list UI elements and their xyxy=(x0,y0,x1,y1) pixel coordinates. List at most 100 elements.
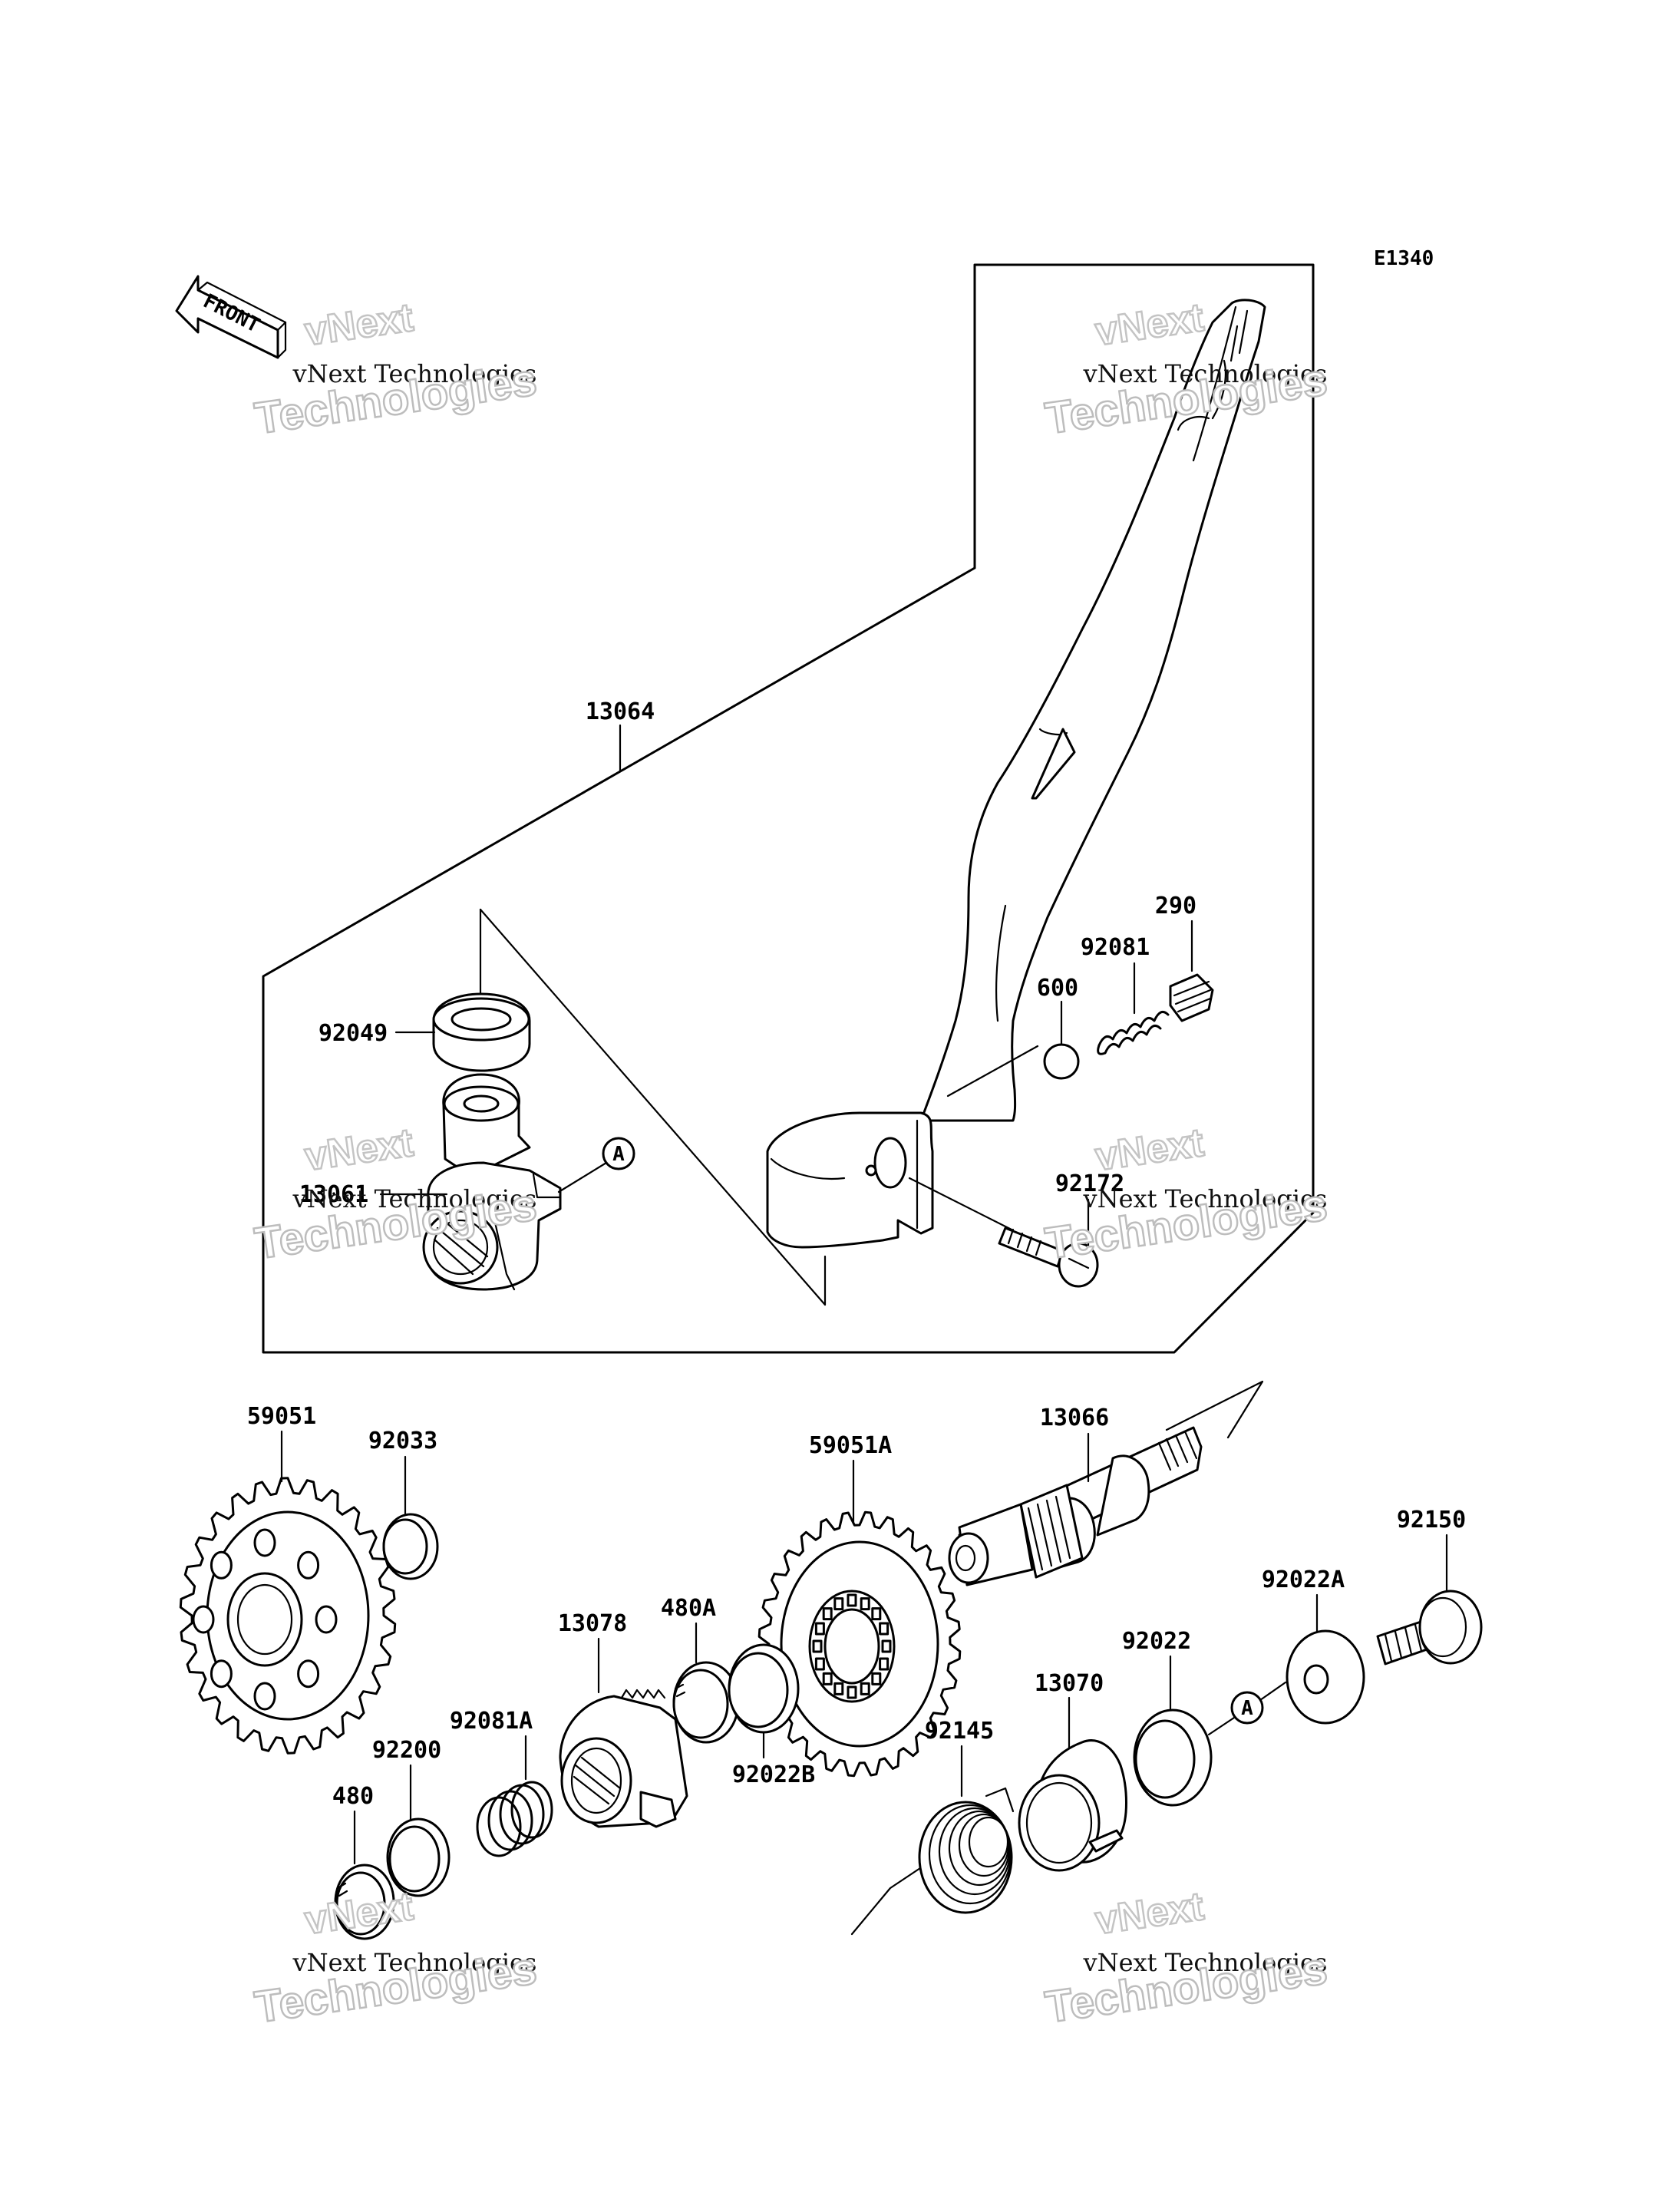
part-600-ball xyxy=(1043,1043,1080,1080)
spline-tooth xyxy=(814,1622,825,1636)
label-92022B: 92022B xyxy=(732,1761,815,1788)
label-92033: 92033 xyxy=(368,1428,437,1454)
label-92150: 92150 xyxy=(1397,1507,1466,1533)
label-92081A: 92081A xyxy=(450,1708,533,1735)
watermark-line1: vNext Technologies xyxy=(1083,1948,1328,1977)
part-290-plug xyxy=(1169,973,1214,1022)
part-92150-bolt xyxy=(1376,1590,1483,1666)
reference-marker-top: A xyxy=(602,1137,635,1170)
part-92049-seal xyxy=(432,992,531,1072)
label-290: 290 xyxy=(1155,893,1196,919)
watermark-line0: vNext xyxy=(302,1121,416,1180)
part-480-circlip xyxy=(334,1864,395,1940)
spline-tooth xyxy=(812,1639,823,1653)
label-13061: 13061 xyxy=(299,1181,368,1208)
label-92172: 92172 xyxy=(1055,1170,1124,1197)
spring-coil xyxy=(928,1804,1012,1905)
part-13078-ratchet xyxy=(559,1689,688,1828)
label-480: 480 xyxy=(332,1783,374,1810)
spline-tooth xyxy=(833,1597,844,1611)
watermark-line1: vNext Technologies xyxy=(292,1184,537,1213)
part-92145-spring xyxy=(850,1787,1015,1936)
label-92145: 92145 xyxy=(925,1718,994,1745)
leader-ref-a-top xyxy=(557,1161,608,1193)
label-59051A: 59051A xyxy=(809,1432,892,1459)
watermark-line0: vNext xyxy=(1093,1121,1206,1180)
watermark-line0: vNext xyxy=(1093,1884,1206,1943)
gear-hole xyxy=(315,1605,338,1634)
label-92022: 92022 xyxy=(1122,1628,1191,1655)
part-13066-shaft xyxy=(948,1380,1264,1586)
leader-600 xyxy=(946,1045,1039,1098)
label-92200: 92200 xyxy=(372,1737,441,1764)
spline-tooth xyxy=(860,1682,870,1695)
part-92081-spring xyxy=(1097,1010,1170,1055)
watermark-line1: vNext Technologies xyxy=(1083,359,1328,388)
label-92022A: 92022A xyxy=(1262,1566,1345,1593)
part-92022-washer xyxy=(1133,1708,1213,1807)
reference-marker-bottom: A xyxy=(1230,1691,1264,1725)
spline-tooth xyxy=(847,1593,857,1607)
watermark-line0: vNext xyxy=(302,1884,416,1943)
gear-hole xyxy=(210,1659,233,1689)
gear-hole xyxy=(297,1659,320,1689)
label-13070: 13070 xyxy=(1035,1670,1104,1697)
watermark: vNext vNext Technologies Technologies xyxy=(251,1883,540,2033)
label-600: 600 xyxy=(1037,975,1078,1002)
gear-hole xyxy=(192,1605,215,1634)
ref-marker-a-text: A xyxy=(612,1143,625,1166)
guide-line xyxy=(479,908,827,1306)
spline-tooth xyxy=(879,1657,890,1671)
gear-hole xyxy=(210,1550,233,1580)
spring-coil xyxy=(938,1807,1012,1896)
watermark: vNext vNext Technologies Technologies xyxy=(251,294,540,444)
assembly-frame xyxy=(262,263,1315,1354)
gear-hole xyxy=(297,1550,320,1580)
spring-coil xyxy=(968,1816,1009,1868)
spring-coil xyxy=(948,1810,1011,1887)
part-59051A-gear xyxy=(757,1510,962,1778)
watermark: vNext vNext Technologies Technologies xyxy=(1041,1883,1331,2033)
spline-tooth xyxy=(822,1672,833,1685)
label-92049: 92049 xyxy=(319,1020,388,1047)
part-480A-circlip xyxy=(672,1661,740,1744)
kick-pedal xyxy=(766,299,1266,1249)
part-13070-collar xyxy=(1018,1739,1127,1872)
label-59051: 59051 xyxy=(247,1403,316,1430)
spline-tooth xyxy=(871,1672,882,1685)
leader-ref-a-bottom xyxy=(1207,1716,1236,1736)
spline-tooth xyxy=(860,1597,870,1611)
part-92200-washer xyxy=(386,1817,451,1897)
watermark-line0: vNext xyxy=(302,295,416,355)
label-13066: 13066 xyxy=(1040,1405,1109,1431)
front-arrow-icon: FRONT xyxy=(175,275,287,359)
watermark-line1: vNext Technologies xyxy=(292,359,537,388)
spline-tooth xyxy=(881,1639,892,1653)
spline-tooth xyxy=(814,1657,825,1671)
label-13078: 13078 xyxy=(558,1610,627,1637)
part-92172-bolt xyxy=(998,1226,1099,1288)
gear-hole xyxy=(253,1682,276,1711)
watermark-line1: vNext Technologies xyxy=(292,1948,537,1977)
spline-tooth xyxy=(879,1622,890,1636)
leader-92172 xyxy=(908,1177,1015,1232)
label-92081: 92081 xyxy=(1081,934,1150,961)
ref-marker-a-text: A xyxy=(1241,1697,1253,1720)
label-13064: 13064 xyxy=(586,698,655,725)
part-92022B-washer xyxy=(728,1643,800,1734)
diagram-code: E1340 xyxy=(1374,247,1434,270)
spline-tooth xyxy=(847,1685,857,1699)
spline-tooth xyxy=(822,1607,833,1621)
label-480A: 480A xyxy=(661,1595,716,1622)
part-92022A-washer xyxy=(1286,1629,1365,1725)
watermark: vNext vNext Technologies Technologies xyxy=(1041,294,1331,444)
part-92081A-spring xyxy=(476,1781,553,1857)
part-92033-ring xyxy=(382,1513,439,1580)
spring-coil xyxy=(958,1813,1010,1877)
part-13061-ratchet xyxy=(422,1073,562,1291)
spline-tooth xyxy=(871,1607,882,1621)
watermark-line0: vNext xyxy=(1093,295,1206,355)
gear-hole xyxy=(253,1528,276,1557)
